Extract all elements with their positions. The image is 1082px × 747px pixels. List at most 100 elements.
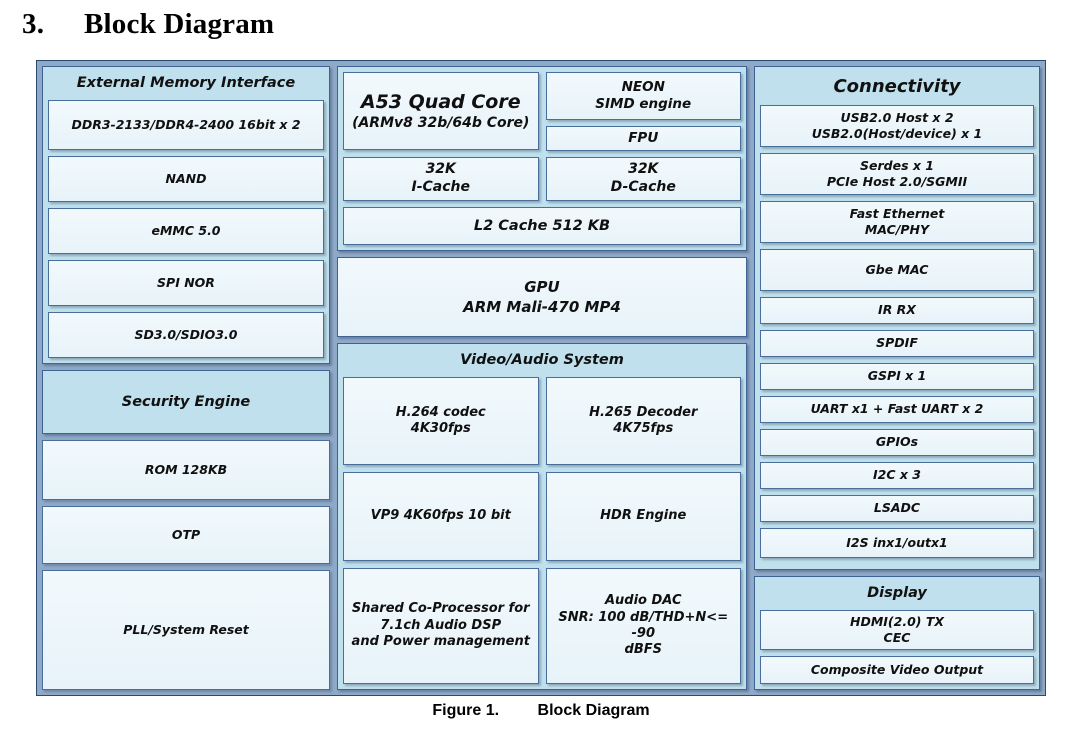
memory-item-nand: NAND	[48, 155, 324, 202]
display-panel: Display HDMI(2.0) TX CEC Composite Video…	[754, 576, 1040, 690]
lsadc-label: LSADC	[873, 500, 921, 516]
display-title: Display	[867, 585, 927, 602]
neon-simd-box: NEON SIMD engine	[545, 72, 741, 120]
memory-item-ddr-label: DDR3-2133/DDR4-2400 16bit x 2	[71, 117, 301, 133]
fast-ethernet-box: Fast Ethernet MAC/PHY	[760, 200, 1034, 243]
gspi-box: GSPI x 1	[760, 362, 1034, 390]
shared-coprocessor-line2: 7.1ch Audio DSP	[380, 617, 502, 633]
neon-label: NEON	[621, 79, 665, 96]
i2s-box: I2S inx1/outx1	[760, 527, 1034, 558]
uart-label: UART x1 + Fast UART x 2	[810, 401, 984, 417]
figure-caption: Figure 1. Block Diagram	[0, 702, 1082, 720]
usb-box: USB2.0 Host x 2 USB2.0(Host/device) x 1	[760, 104, 1034, 147]
pll-system-reset-label: PLL/System Reset	[123, 622, 249, 638]
video-audio-system-panel: Video/Audio System H.264 codec 4K30fps V…	[337, 342, 747, 690]
i-cache-label: I-Cache	[411, 178, 470, 195]
pll-system-reset-box: PLL/System Reset	[42, 569, 330, 690]
security-engine-label: Security Engine	[121, 393, 251, 410]
d-cache-label: D-Cache	[610, 178, 676, 195]
i2c-label: I2C x 3	[873, 467, 921, 483]
pcie-sgmii-label: PCIe Host 2.0/SGMII	[826, 173, 968, 189]
rom-label: ROM 128KB	[144, 462, 228, 478]
gspi-label: GSPI x 1	[867, 368, 927, 384]
external-memory-interface-title: External Memory Interface	[76, 75, 296, 91]
gpios-box: GPIOs	[760, 428, 1034, 456]
fast-ethernet-label: Fast Ethernet	[849, 206, 945, 222]
icache-column: 32K I-Cache	[343, 156, 539, 201]
vp9-label: VP9 4K60fps 10 bit	[370, 508, 511, 524]
gpu-box: GPU ARM Mali-470 MP4	[337, 256, 747, 337]
h265-fps-label: 4K75fps	[613, 420, 674, 436]
spdif-label: SPDIF	[876, 335, 918, 351]
memory-item-sd: SD3.0/SDIO3.0	[48, 311, 324, 358]
memory-item-spinor: SPI NOR	[48, 259, 324, 306]
audio-dac-dbfs-line: dBFS	[624, 642, 662, 658]
memory-item-ddr: DDR3-2133/DDR4-2400 16bit x 2	[48, 99, 324, 150]
connectivity-panel: Connectivity USB2.0 Host x 2 USB2.0(Host…	[754, 66, 1040, 571]
hdr-engine-label: HDR Engine	[600, 508, 687, 524]
h264-codec-label: H.264 codec	[395, 404, 486, 420]
simd-engine-label: SIMD engine	[595, 96, 692, 112]
hdmi-label: HDMI(2.0) TX	[849, 614, 944, 630]
cpu-top-grid: A53 Quad Core (ARMv8 32b/64b Core) NEON …	[343, 72, 741, 151]
figure-number: Figure 1.	[432, 702, 500, 719]
video-audio-right-column: H.265 Decoder 4K75fps HDR Engine Audio D…	[545, 376, 741, 685]
figure-title: Block Diagram	[537, 702, 650, 719]
i-cache-size: 32K	[425, 161, 456, 178]
ir-rx-label: IR RX	[878, 302, 916, 318]
l2-cache-label: L2 Cache 512 KB	[473, 217, 611, 234]
audio-dac-label: Audio DAC	[604, 593, 682, 609]
memory-item-nand-label: NAND	[165, 171, 207, 187]
a53-quad-core-box: A53 Quad Core (ARMv8 32b/64b Core)	[343, 72, 539, 150]
audio-dac-snr-line: SNR: 100 dB/THD+N<= -90	[558, 609, 729, 641]
d-cache-size: 32K	[628, 161, 659, 178]
composite-video-label: Composite Video Output	[810, 662, 984, 678]
external-memory-interface-panel: External Memory Interface DDR3-2133/DDR4…	[42, 66, 330, 364]
section-number: 3.	[22, 7, 45, 40]
video-audio-left-column: H.264 codec 4K30fps VP9 4K60fps 10 bit S…	[343, 376, 539, 685]
security-engine-panel: Security Engine	[42, 369, 330, 434]
cec-label: CEC	[883, 630, 911, 645]
a53-core-detail: (ARMv8 32b/64b Core)	[352, 114, 530, 131]
cpu-cache-grid: 32K I-Cache 32K D-Cache	[343, 156, 741, 201]
gpu-model-label: ARM Mali-470 MP4	[463, 297, 621, 316]
audio-dac-box: Audio DAC SNR: 100 dB/THD+N<= -90 dBFS	[545, 567, 741, 685]
vp9-box: VP9 4K60fps 10 bit	[343, 472, 539, 561]
fast-ethernet-macphy-label: MAC/PHY	[864, 221, 930, 237]
i2c-box: I2C x 3	[760, 461, 1034, 489]
spdif-box: SPDIF	[760, 329, 1034, 357]
gbe-mac-box: Gbe MAC	[760, 248, 1034, 291]
otp-label: OTP	[171, 527, 201, 543]
gpios-label: GPIOs	[875, 434, 919, 450]
fpu-box: FPU	[545, 126, 741, 151]
memory-item-emmc: eMMC 5.0	[48, 207, 324, 254]
rom-box: ROM 128KB	[42, 439, 330, 500]
serdes-box: Serdes x 1 PCIe Host 2.0/SGMII	[760, 152, 1034, 195]
otp-box: OTP	[42, 505, 330, 564]
memory-item-emmc-label: eMMC 5.0	[151, 223, 221, 239]
hdmi-box: HDMI(2.0) TX CEC	[760, 610, 1034, 650]
gbe-mac-label: Gbe MAC	[865, 261, 929, 277]
h264-codec-box: H.264 codec 4K30fps	[343, 376, 539, 466]
video-audio-grid: H.264 codec 4K30fps VP9 4K60fps 10 bit S…	[343, 376, 741, 685]
shared-coprocessor-box: Shared Co-Processor for 7.1ch Audio DSP …	[343, 567, 539, 685]
dcache-column: 32K D-Cache	[545, 156, 741, 201]
ir-rx-box: IR RX	[760, 296, 1034, 324]
l2-cache-box: L2 Cache 512 KB	[343, 206, 741, 245]
a53-core-name: A53 Quad Core	[360, 90, 521, 113]
right-column: Connectivity USB2.0 Host x 2 USB2.0(Host…	[754, 66, 1040, 690]
lsadc-box: LSADC	[760, 494, 1034, 522]
gpu-label: GPU	[524, 277, 560, 296]
fpu-label: FPU	[628, 130, 659, 146]
usb-otg-label: USB2.0(Host/device) x 1	[811, 125, 983, 141]
composite-video-box: Composite Video Output	[760, 656, 1034, 684]
hdr-engine-box: HDR Engine	[545, 472, 741, 561]
cpu-panel: A53 Quad Core (ARMv8 32b/64b Core) NEON …	[337, 66, 747, 251]
h265-decoder-label: H.265 Decoder	[589, 404, 698, 420]
memory-item-spinor-label: SPI NOR	[157, 275, 215, 291]
memory-item-sd-label: SD3.0/SDIO3.0	[134, 327, 238, 343]
connectivity-title: Connectivity	[833, 76, 961, 97]
diagram-frame: External Memory Interface DDR3-2133/DDR4…	[36, 60, 1046, 696]
h264-fps-label: 4K30fps	[410, 420, 471, 436]
